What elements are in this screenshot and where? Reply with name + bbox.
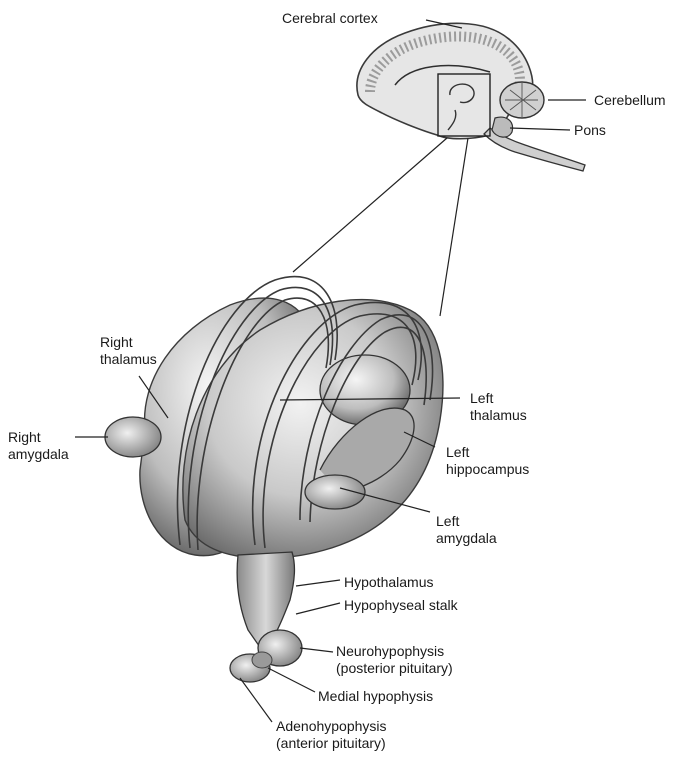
medial-hypophysis-shape [252,652,272,668]
label-pons: Pons [574,122,606,139]
label-cerebral-cortex: Cerebral cortex [282,10,378,27]
right-amygdala-shape [105,417,161,457]
mini-brain [357,23,585,171]
label-cerebellum: Cerebellum [594,92,666,109]
label-hypothalamus: Hypothalamus [344,574,434,591]
label-neurohypophysis: Neurohypophysis(posterior pituitary) [336,643,453,677]
pons-shape [492,117,513,137]
label-medial-hypophysis: Medial hypophysis [318,688,433,705]
label-hypophyseal-stalk: Hypophyseal stalk [344,597,458,614]
label-adenohypophysis: Adenohypophysis(anterior pituitary) [276,718,387,752]
zoom-line-left [293,138,447,272]
zoom-line-right [440,138,468,316]
